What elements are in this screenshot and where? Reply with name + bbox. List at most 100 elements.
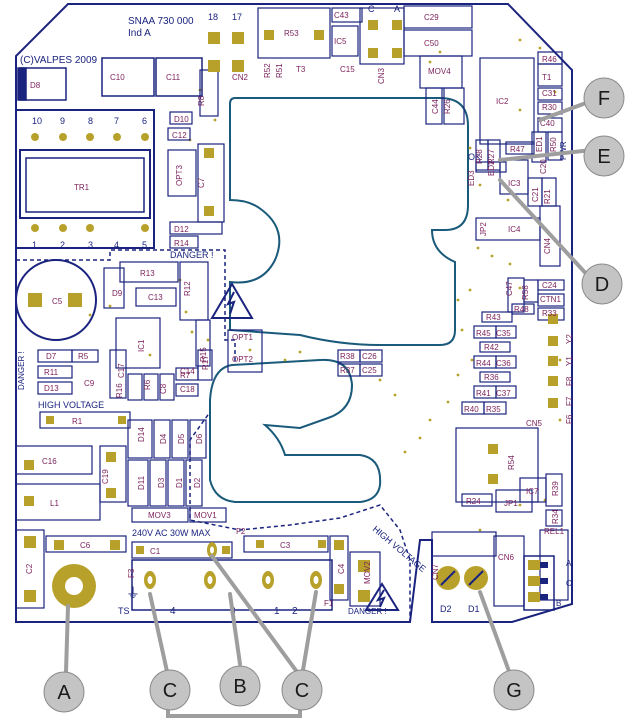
ref-r11: R11 (44, 368, 59, 377)
ref-r12: R12 (183, 281, 192, 296)
svg-text:E: E (597, 146, 610, 168)
ref-r41: R41 (476, 389, 491, 398)
ref-mov2: MOV2 (363, 561, 372, 584)
ref-c7: C7 (197, 177, 206, 188)
ref-r58: R58 (521, 285, 530, 300)
ref-r33: R33 (542, 309, 557, 318)
ref-c12: C12 (172, 131, 187, 140)
callout-a: A (43, 671, 85, 713)
ref-r5: R5 (78, 352, 89, 361)
ref-r45: R45 (476, 329, 491, 338)
terminal-num-2: 2 (292, 606, 298, 617)
ref-r36: R36 (484, 373, 499, 382)
svg-text:C: C (295, 680, 309, 702)
callout-f: F (583, 77, 625, 119)
callout-e: E (583, 135, 625, 177)
ref-c14: C14 (180, 367, 195, 376)
ref-f3: F3 (127, 568, 136, 578)
danger-label-2: DANGER ! (348, 607, 387, 616)
ref-c35: C35 (496, 329, 511, 338)
ref-r48: R48 (514, 305, 529, 314)
ref-c20: C20 (539, 159, 548, 174)
danger-label-1: DANGER ! (170, 250, 214, 260)
callout-b: B (219, 665, 261, 707)
ok-label: OK (468, 152, 481, 162)
ref-ic5: IC5 (334, 37, 347, 46)
ref-c16: C16 (42, 457, 57, 466)
ref-jp2: JP2 (479, 222, 488, 236)
ref-c4: C4 (337, 563, 346, 574)
ref-cn2: CN2 (232, 73, 249, 82)
ref-r37: R37 (340, 366, 355, 375)
tr1-pin-3: 3 (88, 240, 93, 250)
ref-d7: D7 (46, 352, 57, 361)
cn3-pin-c: C (368, 4, 375, 14)
high-voltage-label-1: HIGH VOLTAGE (38, 400, 104, 410)
component-boxes (15, 5, 569, 609)
ref-ic7: IC7 (526, 487, 539, 496)
ref-mov1: MOV1 (194, 511, 217, 520)
ref-r34: R34 (551, 509, 560, 524)
ref-d1: D1 (175, 477, 184, 488)
ref-rel1: REL1 (544, 527, 565, 536)
ref-r30: R30 (542, 103, 557, 112)
ac-rating-label: 240V AC 30W MAX (132, 528, 211, 538)
tr1-pin-5: 5 (142, 240, 147, 250)
ref-f2: F2 (236, 527, 246, 536)
ref-f1: F1 (324, 599, 334, 608)
danger-triangle-icon (210, 282, 254, 319)
cn2-pin-17: 17 (232, 12, 242, 22)
ref-c21: C21 (531, 187, 540, 202)
ref-opt1: OPT1 (232, 333, 253, 342)
cutout-lower (209, 358, 382, 503)
svg-text:B: B (233, 676, 246, 698)
danger-triangle-icon-2 (364, 582, 400, 611)
cn6-pin-o: O (566, 579, 572, 588)
ref-c18: C18 (180, 385, 195, 394)
ref-t3: T3 (296, 65, 306, 74)
ref-c17: C17 (117, 363, 126, 378)
ref-ic4: IC4 (508, 225, 521, 234)
ref-r47: R47 (510, 145, 525, 154)
ref-ic1: IC1 (137, 339, 146, 352)
tr1-pin-4: 4 (114, 240, 119, 250)
ref-c44: C44 (431, 99, 440, 114)
ref-ic2: IC2 (496, 97, 509, 106)
tr1-pin-8: 8 (88, 116, 93, 126)
cn7-pin-d2: D2 (440, 604, 452, 614)
callout-markers: A B C C D E F G (43, 77, 625, 713)
danger-vertical-label: DANGER ! (17, 351, 26, 390)
ref-y1: Y1 (565, 356, 574, 366)
ref-r7: R7 (180, 371, 191, 380)
ref-r15: R15 (199, 347, 208, 362)
ref-opt3: OPT3 (175, 165, 184, 186)
ref-c43: C43 (334, 11, 349, 20)
tr1-pin-10: 10 (32, 116, 42, 126)
ref-c37: C37 (496, 389, 511, 398)
ref-r53: R53 (284, 29, 299, 38)
cn6-pin-a: A (566, 559, 572, 568)
ref-l1: L1 (50, 499, 59, 508)
ref-r39: R39 (551, 481, 560, 496)
callout-c-left: C (149, 669, 191, 711)
tr1-pin-7: 7 (114, 116, 119, 126)
ref-f8: F8 (565, 376, 574, 386)
tr1-pin-6: 6 (142, 116, 147, 126)
ref-tr1: TR1 (74, 183, 90, 192)
ref-c3: C3 (280, 541, 291, 550)
ref-d13: D13 (44, 384, 59, 393)
ref-jp1: JP1 (504, 499, 518, 508)
caps-top-left (17, 57, 203, 101)
callout-d: D (581, 263, 623, 305)
ref-r51: R51 (275, 63, 284, 78)
ref-d4: D4 (159, 433, 168, 444)
ref-c26: C26 (362, 352, 377, 361)
capacitor-c5 (15, 259, 97, 341)
ref-r27: R27 (487, 149, 496, 164)
ref-d5: D5 (177, 433, 186, 444)
ref-mov3: MOV3 (148, 511, 171, 520)
ref-c5: C5 (52, 297, 63, 306)
ref-r42: R42 (484, 343, 499, 352)
